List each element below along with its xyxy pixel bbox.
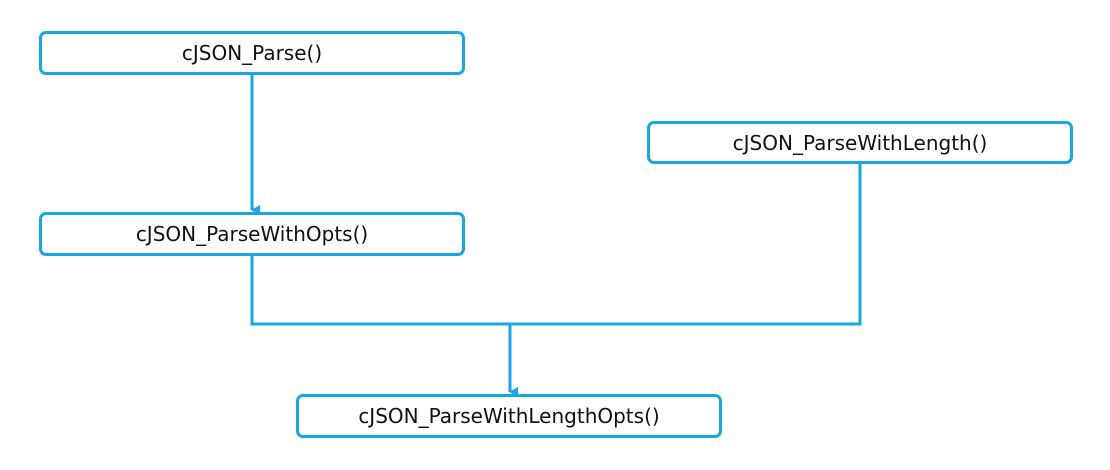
node-label: cJSON_Parse() [181,41,323,65]
node-cjson-parse-with-length-opts: cJSON_ParseWithLengthOpts() [296,394,722,438]
node-label: cJSON_ParseWithOpts() [135,222,369,246]
node-label: cJSON_ParseWithLength() [732,130,988,155]
node-label: cJSON_ParseWithLengthOpts() [358,404,660,428]
node-cjson-parse-with-length: cJSON_ParseWithLength() [647,121,1073,164]
node-cjson-parse-with-opts: cJSON_ParseWithOpts() [39,212,465,256]
node-cjson-parse: cJSON_Parse() [39,31,465,75]
